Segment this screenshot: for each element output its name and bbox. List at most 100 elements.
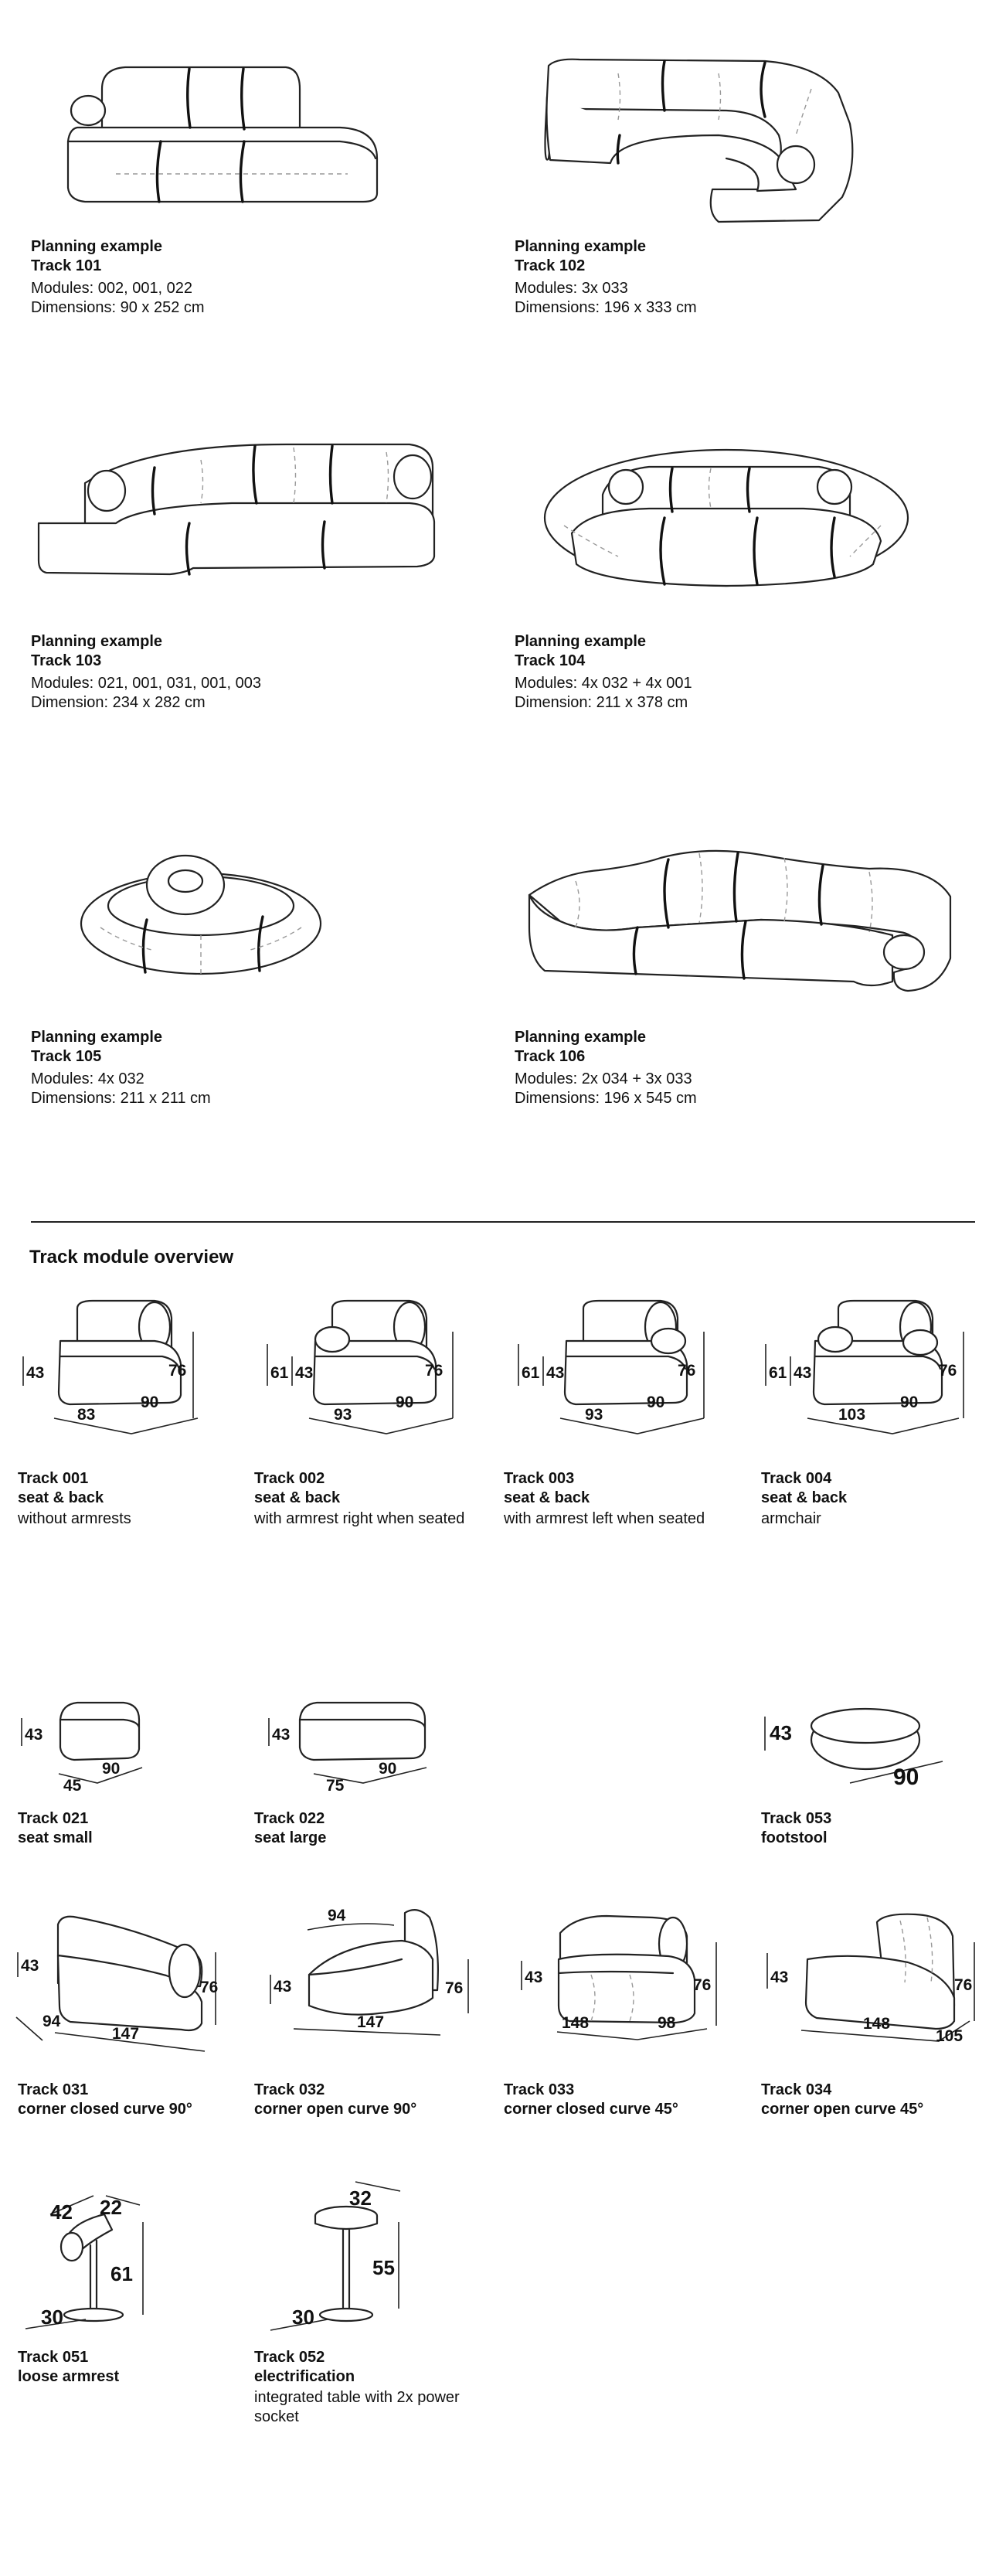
dim-height: 43 — [25, 1726, 42, 1744]
caption-label: Planning example — [515, 238, 647, 255]
caption-modules: Modules: 002, 001, 022 — [31, 280, 193, 297]
caption-dimensions: Dimensions: 211 x 211 cm — [31, 1090, 211, 1107]
planning-caption-106: Planning example Track 106 Modules: 2x 0… — [515, 1028, 697, 1108]
caption-label: Planning example — [515, 1029, 647, 1046]
module-type: corner closed curve 45° — [504, 2101, 678, 2118]
dim-height: 43 — [770, 1721, 792, 1744]
module-caption-052: Track 052 electrification integrated tab… — [254, 2348, 486, 2427]
track-106-drawing — [528, 849, 952, 992]
module-name: Track 032 — [254, 2081, 325, 2098]
dim-base-width: 30 — [41, 2305, 63, 2329]
planning-caption-103: Planning example Track 103 Modules: 021,… — [31, 632, 261, 713]
caption-label: Planning example — [31, 1029, 163, 1046]
dim-width: 147 — [357, 2013, 384, 2031]
planning-caption-101: Planning example Track 101 Modules: 002,… — [31, 237, 205, 318]
module-type: seat large — [254, 1829, 327, 1846]
dim-depth: 90 — [396, 1393, 413, 1411]
dim-armrest-depth: 22 — [100, 2196, 122, 2219]
module-desc: without armrests — [18, 1510, 131, 1527]
module-type: corner closed curve 90° — [18, 2101, 192, 2118]
module-name: Track 022 — [254, 1810, 325, 1827]
caption-modules: Modules: 021, 001, 031, 001, 003 — [31, 675, 262, 692]
caption-name: Track 103 — [31, 652, 102, 669]
track-105-drawing — [80, 854, 322, 975]
caption-modules: Modules: 2x 034 + 3x 033 — [515, 1070, 692, 1087]
dim-width: 103 — [838, 1406, 865, 1424]
module-type: loose armrest — [18, 2368, 120, 2385]
dim-depth: 94 — [42, 2013, 61, 2030]
planning-caption-104: Planning example Track 104 Modules: 4x 0… — [515, 632, 692, 713]
track-104-drawing — [543, 448, 909, 587]
dim-width: 83 — [77, 1406, 95, 1424]
dim-diameter: 90 — [893, 1764, 919, 1790]
caption-modules: Modules: 3x 033 — [515, 280, 628, 297]
dim-armrest-height: 61 — [769, 1364, 787, 1382]
dim-width: 148 — [863, 2015, 890, 2033]
caption-dimensions: Dimension: 234 x 282 cm — [31, 694, 206, 711]
module-caption-033: Track 033 corner closed curve 45° — [504, 2081, 736, 2119]
caption-dimensions: Dimensions: 196 x 545 cm — [515, 1090, 697, 1107]
dim-total-height: 76 — [693, 1976, 711, 1994]
module-desc: integrated table with 2x power socket — [254, 2389, 460, 2425]
module-caption-031: Track 031 corner closed curve 90° — [18, 2081, 250, 2119]
track-002-drawing: 61 43 76 93 90 — [267, 1299, 454, 1434]
module-name: Track 001 — [18, 1470, 89, 1487]
dim-total-height: 76 — [954, 1976, 972, 1994]
caption-name: Track 101 — [31, 257, 102, 274]
caption-name: Track 105 — [31, 1048, 102, 1065]
section-title: Track module overview — [29, 1247, 234, 1268]
module-type: electrification — [254, 2368, 355, 2385]
track-034-drawing: 43 76 148 105 — [766, 1913, 975, 2045]
dim-height: 43 — [770, 1969, 788, 1986]
module-name: Track 021 — [18, 1810, 89, 1827]
dim-width: 148 — [562, 2014, 589, 2032]
module-caption-001: Track 001 seat & back without armrests — [18, 1469, 250, 1529]
module-caption-051: Track 051 loose armrest — [18, 2348, 250, 2387]
dim-depth: 90 — [102, 1760, 120, 1778]
caption-label: Planning example — [515, 633, 647, 650]
dim-height: 43 — [546, 1364, 564, 1382]
module-name: Track 003 — [504, 1470, 575, 1487]
caption-name: Track 104 — [515, 652, 586, 669]
module-type: corner open curve 45° — [761, 2101, 924, 2118]
track-003-drawing: 61 43 76 93 90 — [518, 1299, 705, 1434]
module-caption-003: Track 003 seat & back with armrest left … — [504, 1469, 736, 1529]
module-type: seat & back — [18, 1489, 104, 1506]
module-type: corner open curve 90° — [254, 2101, 417, 2118]
section-divider — [31, 1221, 975, 1223]
dim-depth: 105 — [936, 2027, 963, 2045]
module-type: footstool — [761, 1829, 828, 1846]
module-caption-032: Track 032 corner open curve 90° — [254, 2081, 486, 2119]
track-022-drawing: 43 75 90 — [268, 1701, 427, 1795]
dim-total-height: 76 — [678, 1362, 695, 1380]
dim-total-height: 76 — [939, 1362, 957, 1380]
module-caption-034: Track 034 corner open curve 45° — [761, 2081, 993, 2119]
module-desc: armchair — [761, 1510, 821, 1527]
module-name: Track 053 — [761, 1810, 832, 1827]
dim-armrest-length: 42 — [50, 2200, 73, 2224]
module-name: Track 051 — [18, 2349, 89, 2366]
track-101-drawing — [66, 66, 379, 203]
dim-height: 55 — [372, 2256, 395, 2279]
caption-dimensions: Dimensions: 90 x 252 cm — [31, 299, 205, 316]
track-103-drawing — [37, 443, 436, 576]
module-type: seat & back — [504, 1489, 590, 1506]
module-caption-004: Track 004 seat & back armchair — [761, 1469, 993, 1529]
track-032-drawing: 94 43 76 147 — [270, 1907, 469, 2036]
track-004-drawing: 61 43 76 103 90 — [765, 1299, 964, 1434]
track-021-drawing: 43 45 90 — [21, 1701, 143, 1795]
dim-total-height: 76 — [425, 1362, 443, 1380]
module-name: Track 034 — [761, 2081, 832, 2098]
dim-height: 61 — [110, 2262, 133, 2285]
track-033-drawing: 43 76 148 98 — [521, 1914, 717, 2040]
dim-width: 45 — [63, 1777, 82, 1795]
dim-height: 43 — [525, 1969, 542, 1986]
dim-base-width: 30 — [292, 2305, 314, 2329]
caption-name: Track 106 — [515, 1048, 586, 1065]
dim-armrest-height: 61 — [522, 1364, 540, 1382]
dim-height: 43 — [272, 1726, 290, 1744]
caption-label: Planning example — [31, 238, 163, 255]
dim-total-height: 76 — [445, 1979, 463, 1997]
dim-width: 93 — [334, 1406, 352, 1424]
module-type: seat & back — [254, 1489, 341, 1506]
